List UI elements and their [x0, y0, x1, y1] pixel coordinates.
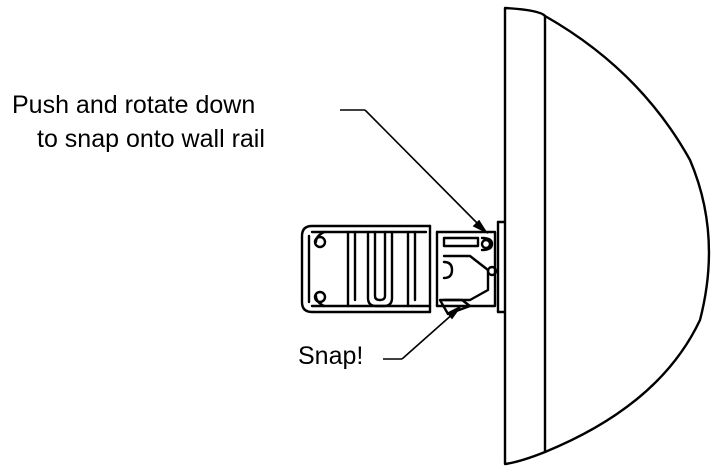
leader-push-rotate: [340, 109, 489, 235]
snap-tab: [438, 298, 472, 316]
leader-snap: [383, 306, 461, 360]
clip-housing: [428, 224, 439, 314]
center-slot: [366, 230, 394, 308]
center-web: [346, 230, 357, 308]
push-rotate-label-line2: to snap onto wall rail: [37, 125, 265, 153]
latch: [442, 254, 490, 302]
snap-label: Snap!: [298, 342, 364, 370]
handrail-cap: [503, 6, 711, 466]
left-c-channel: [314, 230, 326, 308]
push-rotate-label-line1: Push and rotate down: [12, 91, 256, 119]
extrusion-outline: [300, 224, 432, 314]
